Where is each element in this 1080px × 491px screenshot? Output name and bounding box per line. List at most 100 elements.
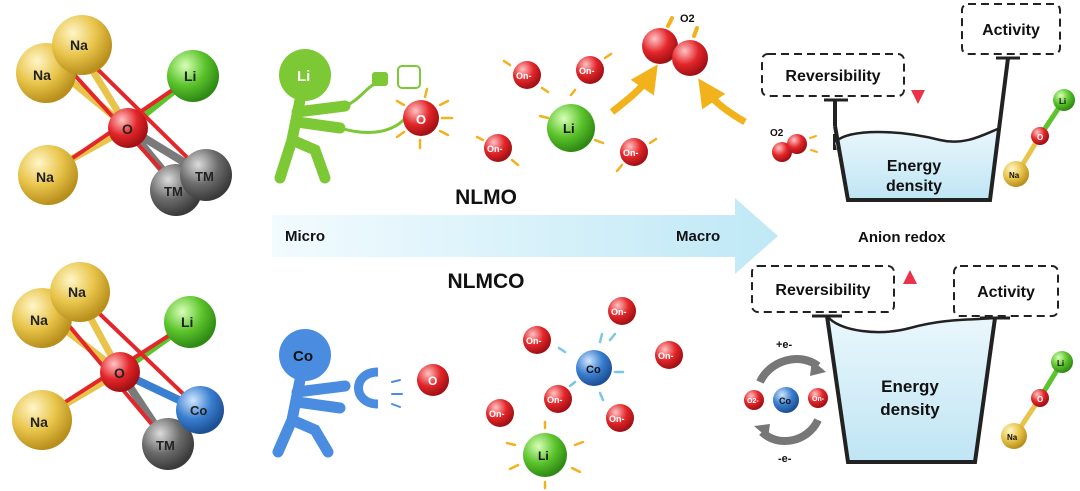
na-label: Na [30, 414, 48, 430]
co-label: Co [586, 364, 601, 376]
o-ion-label: On- [489, 409, 505, 419]
o-label: O [1037, 395, 1043, 404]
activity-label: Activity [977, 284, 1035, 301]
li-label: Li [181, 314, 193, 330]
reversibility-box [761, 53, 905, 97]
tm-label: TM [195, 169, 214, 184]
reversibility-label: Reversibility [785, 68, 880, 85]
na-atom [18, 145, 78, 205]
energy-density-line2: density [886, 178, 942, 195]
top-coordination-cluster: Na Na Na Li O TM TM [16, 15, 232, 216]
na-atom [52, 15, 112, 75]
o-atom [772, 142, 792, 162]
o-atom [100, 352, 140, 392]
activity-box [953, 265, 1059, 317]
decrease-arrow-icon [911, 90, 925, 104]
co-figure-label: Co [293, 348, 313, 365]
plug-icon [372, 72, 388, 86]
anion-redox-label: Anion redox [858, 229, 946, 246]
o-atom [1031, 127, 1049, 145]
o-label: O [1037, 133, 1043, 142]
li-label: Li [563, 121, 575, 136]
o-ion [606, 404, 634, 432]
tm-atom [180, 149, 232, 201]
o2-minus-label: O2- [747, 398, 759, 405]
na-label: Na [30, 312, 48, 328]
co-atom [773, 387, 799, 413]
o-ion [620, 138, 648, 166]
na-atom [1003, 161, 1029, 187]
co-atom [576, 350, 612, 386]
o-ion-label: On- [658, 351, 674, 361]
na-atom [50, 262, 110, 322]
o-ion-label: On- [609, 414, 625, 424]
o-ion [544, 385, 572, 413]
o-ion [486, 399, 514, 427]
o-ion [576, 56, 604, 84]
energy-density-line1: Energy [887, 158, 941, 175]
na-label: Na [33, 67, 51, 83]
o-atom [672, 40, 708, 76]
li-atom [1051, 351, 1073, 373]
tm-label: TM [156, 438, 175, 453]
na-atom [1001, 423, 1027, 449]
o-label: O [122, 121, 133, 137]
o-atom [108, 108, 148, 148]
reversibility-box [751, 265, 895, 313]
o-ion-label: On- [611, 307, 627, 317]
energy-density-line1: Energy [881, 377, 939, 396]
co-label: Co [190, 403, 207, 418]
tm-label: TM [164, 184, 183, 199]
o-ion-label: On- [487, 144, 503, 154]
o2-label: O2 [770, 128, 784, 139]
li-atom [164, 296, 216, 348]
o-label: O [428, 374, 437, 388]
socket-icon [397, 65, 421, 89]
na-label: Na [1007, 433, 1018, 442]
o-atom [417, 364, 449, 396]
o-atom [403, 100, 439, 136]
redox-cycle-arrow-icon [756, 355, 821, 384]
redox-cycle-arrow-icon [759, 418, 822, 445]
o-ion [484, 134, 512, 162]
o-ion [523, 326, 551, 354]
title-nlmco: NLMCO [448, 270, 525, 293]
o-label: O [416, 112, 426, 127]
li-stick-figure: Li O [274, 49, 454, 184]
na-label: Na [1009, 171, 1020, 180]
o-label: O [114, 365, 125, 381]
co-label: Co [779, 396, 791, 406]
o-ion-label: On- [623, 148, 639, 158]
na-label: Na [68, 284, 86, 300]
activity-box [961, 3, 1061, 55]
o-ion-label: On- [547, 395, 563, 405]
tm-atom [142, 418, 194, 470]
o-ion-label: On- [579, 66, 595, 76]
plus-electron-label: +e- [776, 339, 793, 351]
bottom-beaker-panel: Reversibility Activity Energy density +e… [744, 265, 1073, 465]
o-ion [513, 61, 541, 89]
bottom-co-oxygen-ions: Co On- On- On- On- On- On- Li [486, 297, 683, 490]
top-beaker-panel: Reversibility Activity Energy density Li… [761, 3, 1075, 202]
li-atom [523, 433, 567, 477]
micro-to-macro-arrow: Micro Macro [272, 198, 778, 274]
li-label: Li [1059, 97, 1066, 106]
o-ion-label: On- [516, 71, 532, 81]
activity-label: Activity [982, 22, 1040, 39]
arrow-label-macro: Macro [676, 228, 720, 245]
o-atom [744, 390, 764, 410]
co-atom [176, 386, 224, 434]
li-atom [547, 104, 595, 152]
li-label: Li [184, 68, 196, 84]
o2-label: O2 [680, 13, 695, 25]
na-label: Na [36, 169, 54, 185]
li-label: Li [1057, 359, 1064, 368]
bottom-coordination-cluster: Na Na Na Li O TM Co [12, 262, 224, 470]
co-stick-figure: Co O [272, 329, 449, 458]
o-ion-label: On- [812, 396, 825, 403]
magnet-icon [354, 367, 379, 409]
li-label: Li [538, 449, 549, 463]
o-atom [787, 134, 807, 154]
o2-release: O2 O2 [642, 13, 818, 162]
